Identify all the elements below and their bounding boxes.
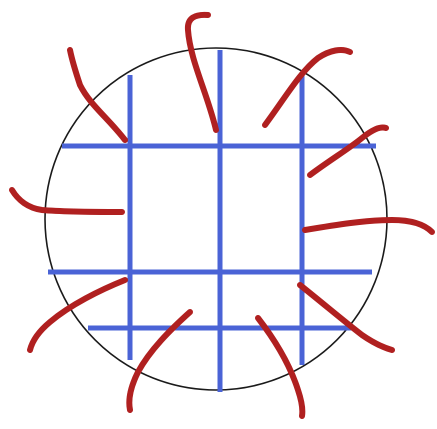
- circle-outline: [45, 48, 387, 390]
- strand-top-right: [265, 50, 350, 125]
- strand-right-upper: [310, 127, 386, 175]
- strand-top: [188, 15, 216, 130]
- strand-right-lower: [300, 285, 392, 350]
- strand-right: [305, 220, 432, 232]
- strand-left-lower: [30, 280, 125, 350]
- strand-bottom-right: [258, 318, 302, 416]
- grid-lines: [48, 50, 376, 392]
- strand-left: [12, 190, 122, 212]
